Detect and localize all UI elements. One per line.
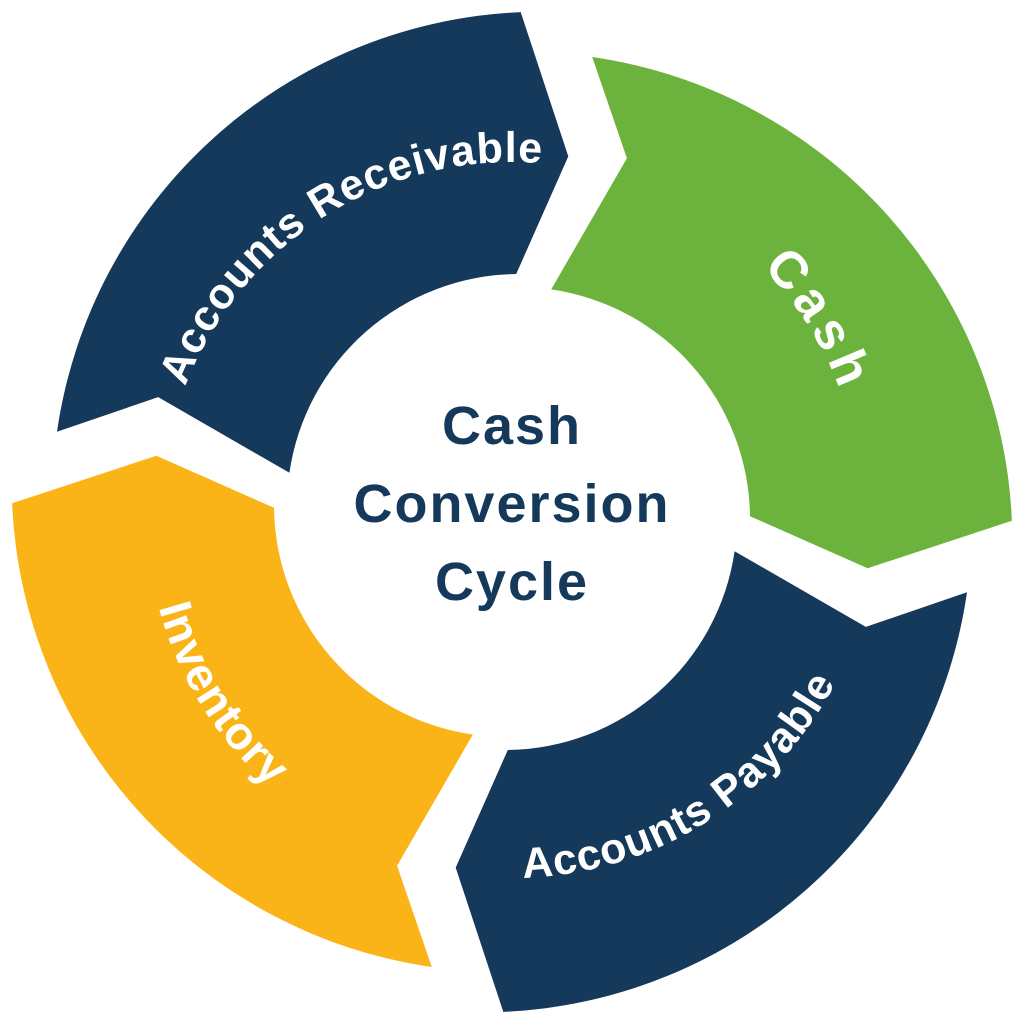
segment-arrow-accounts-payable	[455, 551, 967, 1012]
segment-arrow-inventory	[12, 455, 473, 967]
center-title: Cash Conversion Cycle	[353, 396, 670, 612]
center-title-line-2: Conversion	[353, 474, 670, 534]
segment-arrow-cash	[551, 57, 1012, 569]
segment-arrow-accounts-receivable	[57, 12, 569, 473]
center-title-line-3: Cycle	[435, 552, 589, 612]
center-title-line-1: Cash	[442, 396, 582, 456]
